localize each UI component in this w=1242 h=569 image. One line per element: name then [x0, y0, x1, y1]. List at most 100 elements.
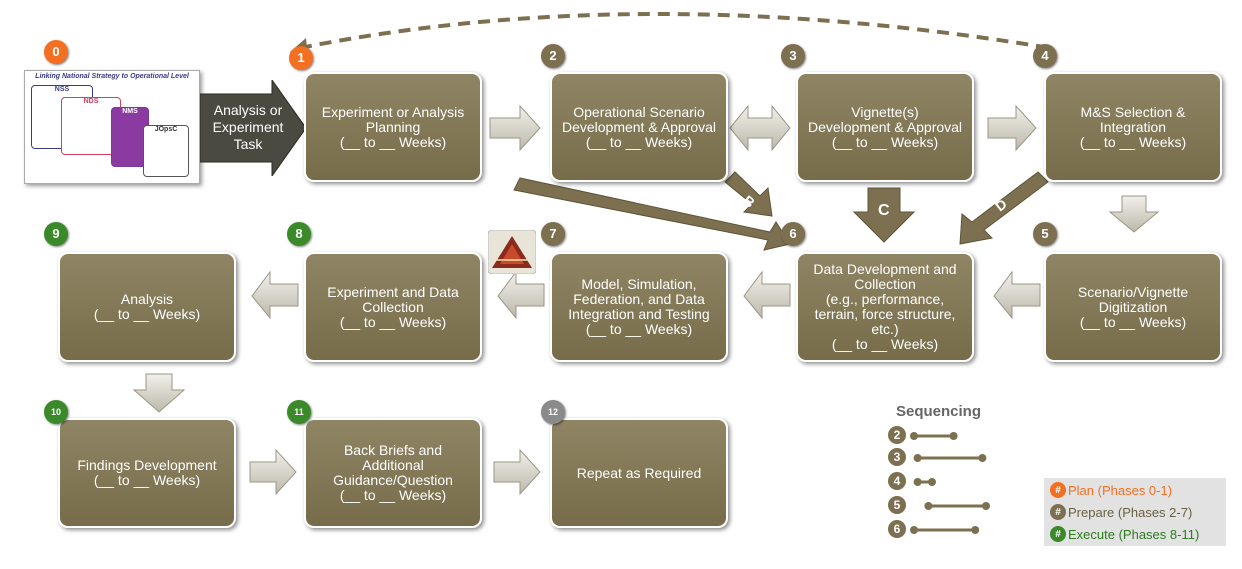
sequencing-row: 2: [888, 426, 998, 446]
arrow-6-7: [743, 270, 791, 320]
phase-title: Vignette(s) Development & Approval: [807, 103, 963, 135]
sequencing-row-number: 3: [888, 448, 906, 466]
arrow-2-3-double: [729, 104, 791, 152]
phase-title: Repeat as Required: [576, 464, 702, 481]
phase-title: Operational Scenario Development & Appro…: [561, 103, 717, 135]
phase-10-badge: 10: [44, 400, 68, 424]
sequencing-bar-end: [910, 526, 918, 534]
arrow-10-11: [249, 448, 297, 496]
sequencing-bar-end: [913, 478, 922, 486]
jopsc-label: JOpsC: [154, 126, 178, 133]
sequencing-row-number: 6: [888, 520, 906, 538]
phase-duration: (__ to __ Weeks): [831, 336, 939, 352]
phase-duration: (__ to __ Weeks): [93, 306, 201, 322]
arrow-5-6: [993, 270, 1041, 320]
sequencing-row: 4: [888, 472, 998, 492]
arrow-8-9: [251, 270, 299, 320]
phase-duration: (__ to __ Weeks): [585, 321, 693, 337]
phase-duration: (__ to __ Weeks): [93, 472, 201, 488]
arrow-1-2: [489, 104, 541, 152]
phase-legend: # Plan (Phases 0-1) # Prepare (Phases 2-…: [1044, 478, 1226, 546]
phase-title: M&S Selection & Integration: [1080, 103, 1186, 135]
phase-12-box[interactable]: Repeat as Required: [550, 418, 728, 528]
legend-item-plan: # Plan (Phases 0-1): [1044, 480, 1226, 500]
pyramid-logo: [488, 230, 536, 274]
sequencing-bar-end: [910, 432, 918, 440]
national-strategy-document: Linking National Strategy to Operational…: [24, 70, 200, 184]
feedback-dashed-arc-inner: [640, 22, 770, 48]
arrow-3-4: [987, 104, 1037, 152]
data-arrow-c: [852, 187, 916, 243]
nms-label: NMS: [122, 108, 138, 115]
phase-4-box[interactable]: M&S Selection & Integration (__ to __ We…: [1044, 72, 1222, 182]
phase-7-box[interactable]: Model, Simulation, Federation, and Data …: [550, 252, 728, 362]
phase-3-badge: 3: [781, 44, 805, 68]
phase-title: Analysis: [120, 291, 174, 307]
phase-5-box[interactable]: Scenario/Vignette Digitization (__ to __…: [1044, 252, 1222, 362]
phase-duration: (__ to __ Weeks): [339, 313, 447, 330]
arrow-9-10: [132, 373, 186, 413]
legend-dot: #: [1050, 482, 1066, 498]
phase-5-badge: 5: [1033, 222, 1057, 246]
sequencing-bar-end: [928, 478, 936, 486]
phase-title: Experiment and Data Collection: [327, 283, 459, 315]
phase-duration: (__ to __ Weeks): [1079, 133, 1187, 150]
document-title: Linking National Strategy to Operational…: [35, 73, 189, 80]
phase-2-box[interactable]: Operational Scenario Development & Appro…: [550, 72, 728, 182]
sequencing-bar-end: [913, 454, 922, 462]
phase-title: Model, Simulation, Federation, and Data …: [568, 276, 710, 322]
sequencing-bar-end: [978, 454, 987, 462]
legend-item-prepare: # Prepare (Phases 2-7): [1044, 502, 1226, 522]
task-arrow-label: Analysis or Experiment Task: [212, 102, 284, 152]
phase-8-box[interactable]: Experiment and Data Collection (__ to __…: [304, 252, 482, 362]
sequencing-row-number: 2: [888, 426, 906, 444]
phase-duration: (__ to __ Weeks): [831, 133, 939, 150]
sequencing-title: Sequencing: [896, 403, 982, 420]
phase-title: Data Development and Collection (e.g., p…: [813, 261, 957, 337]
sequencing-row-number: 4: [888, 472, 906, 490]
phase-duration: (__ to __ Weeks): [339, 133, 447, 150]
phase-1-box[interactable]: Experiment or Analysis Planning (__ to _…: [304, 72, 482, 182]
phase-1-badge: 1: [289, 46, 313, 70]
arrow-11-12: [493, 448, 541, 496]
sequencing-bar-end: [924, 502, 933, 510]
phase-6-box[interactable]: Data Development and Collection (e.g., p…: [796, 252, 974, 362]
phase-duration: (__ to __ Weeks): [339, 487, 447, 503]
phase-4-badge: 4: [1033, 44, 1057, 68]
legend-item-execute: # Execute (Phases 8-11): [1044, 524, 1226, 544]
phase-title: Experiment or Analysis Planning: [321, 103, 465, 135]
nds-label: NDS: [83, 98, 99, 105]
phase-title: Scenario/Vignette Digitization: [1077, 283, 1189, 315]
phase-duration: (__ to __ Weeks): [585, 133, 693, 150]
task-arrow: Analysis or Experiment Task: [200, 80, 310, 176]
nss-label: NSS: [54, 86, 70, 93]
phase-title: Back Briefs and Additional Guidance/Ques…: [333, 442, 453, 488]
legend-label: Plan (Phases 0-1): [1068, 482, 1173, 498]
phase-0-badge: 0: [44, 40, 68, 64]
phase-11-box[interactable]: Back Briefs and Additional Guidance/Ques…: [304, 418, 482, 528]
phase-3-box[interactable]: Vignette(s) Development & Approval (__ t…: [796, 72, 974, 182]
sequencing-row-number: 5: [888, 496, 906, 514]
phase-6-badge: 6: [781, 222, 805, 246]
sequencing-bar-end: [982, 502, 990, 510]
legend-label: Prepare (Phases 2-7): [1068, 504, 1193, 520]
data-arrow-a-label: A: [627, 213, 642, 232]
phase-title: Findings Development: [77, 457, 217, 473]
sequencing-row: 3: [888, 448, 998, 468]
phase-10-box[interactable]: Findings Development (__ to __ Weeks): [58, 418, 236, 528]
data-arrow-b: [724, 171, 773, 217]
phase-7-badge: 7: [541, 222, 565, 246]
sequencing-bar-end: [971, 526, 980, 534]
phase-8-badge: 8: [287, 222, 311, 246]
arrow-7-8: [497, 270, 545, 320]
feedback-dashed-arc: [299, 12, 1051, 50]
data-arrow-c-label: C: [878, 202, 890, 219]
data-arrow-d: [959, 171, 1049, 245]
phase-2-badge: 2: [541, 44, 565, 68]
phase-9-box[interactable]: Analysis (__ to __ Weeks): [58, 252, 236, 362]
sequencing-bar-end: [949, 432, 958, 440]
sequencing-row: 5: [888, 496, 998, 516]
legend-dot: #: [1050, 504, 1066, 520]
jopsc-block: JOpsC: [143, 125, 189, 177]
